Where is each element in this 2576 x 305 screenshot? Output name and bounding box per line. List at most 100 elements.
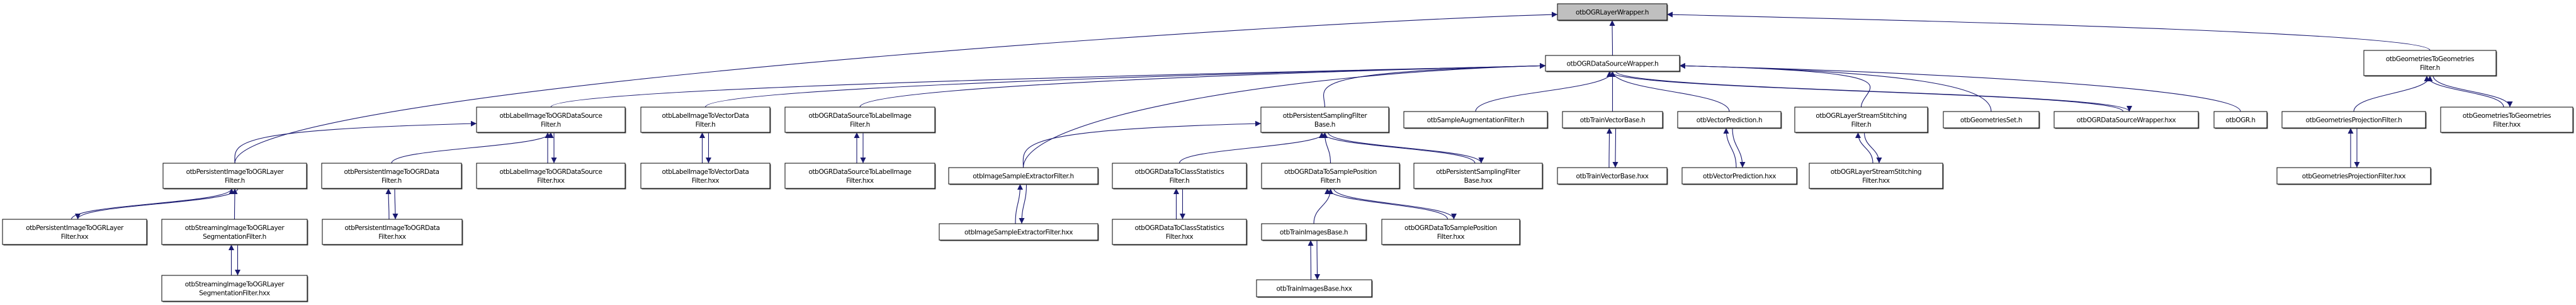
node-box[interactable] <box>162 163 307 189</box>
node-box[interactable] <box>1677 111 1782 129</box>
node-box[interactable] <box>1261 223 1367 241</box>
include-edge <box>1019 183 1027 224</box>
include-edge <box>1863 132 1882 164</box>
node-box[interactable] <box>784 163 935 189</box>
node-box[interactable] <box>784 106 935 133</box>
node-box[interactable] <box>322 219 463 245</box>
graph-node[interactable]: otbImageSampleExtractorFilter.h <box>948 167 1099 185</box>
node-box[interactable] <box>1112 219 1247 245</box>
node-box[interactable] <box>1261 163 1400 189</box>
node-label: otbOGRDataSourceWrapper.h <box>1567 60 1659 68</box>
node-box[interactable] <box>1557 167 1668 185</box>
graph-node[interactable]: otbSampleAugmentationFilter.h <box>1403 111 1549 129</box>
graph-node[interactable]: otbStreamingImageToOGRLayerSegmentationF… <box>161 275 308 302</box>
node-label: Filter.hxx <box>1166 233 1194 241</box>
edge-layer <box>71 11 2513 280</box>
include-edge <box>1732 127 1746 168</box>
graph-node[interactable]: otbGeometriesProjectionFilter.h <box>2281 111 2427 129</box>
node-box[interactable] <box>1260 106 1389 133</box>
node-box[interactable] <box>1256 279 1372 297</box>
node-box[interactable] <box>939 223 1099 241</box>
graph-node[interactable]: otbTrainImagesBase.hxx <box>1256 279 1373 298</box>
node-box[interactable] <box>1681 167 1797 185</box>
node-box[interactable] <box>1809 163 1943 189</box>
node-box[interactable] <box>161 275 308 302</box>
include-edge <box>1314 239 1320 280</box>
node-box[interactable] <box>1545 55 1680 72</box>
node-box[interactable] <box>1794 106 1928 133</box>
include-edge <box>1325 188 1449 220</box>
node-box[interactable] <box>2213 111 2268 129</box>
include-edge <box>1022 120 1262 168</box>
node-box[interactable] <box>1403 111 1548 129</box>
node-label: otbOGRLayerStreamStitching <box>1831 168 1921 176</box>
graph-node[interactable]: otbVectorPrediction.h <box>1677 111 1782 129</box>
node-label: otbOGRDataToSamplePosition <box>1284 168 1377 176</box>
include-edge <box>859 62 1546 108</box>
graph-node[interactable]: otbTrainImagesBase.h <box>1261 223 1367 241</box>
node-box[interactable] <box>1557 3 1668 21</box>
node-box[interactable] <box>2281 111 2426 129</box>
node-box[interactable] <box>1562 111 1663 129</box>
node-box[interactable] <box>476 106 626 133</box>
graph-node[interactable]: otbOGRDataSourceWrapper.hxx <box>2053 111 2200 129</box>
node-label: otbPersistentImageToOGRData <box>344 224 439 232</box>
node-box[interactable] <box>2363 50 2497 76</box>
node-box[interactable] <box>640 163 771 189</box>
node-label: otbPersistentImageToOGRLayer <box>186 168 285 176</box>
include-edge <box>1313 188 1333 224</box>
graph-node[interactable]: otbTrainVectorBase.hxx <box>1557 167 1668 185</box>
graph-node[interactable]: otbStreamingImageToOGRLayerSegmentationF… <box>161 219 308 246</box>
graph-node[interactable]: otbTrainVectorBase.h <box>1562 111 1664 129</box>
graph-node[interactable]: otbGeometriesProjectionFilter.hxx <box>2276 167 2432 185</box>
node-box[interactable] <box>476 163 626 189</box>
node-label: otbGeometriesToGeometries <box>2386 55 2474 63</box>
node-label: otbOGRDataSourceToLabelImage <box>808 112 911 120</box>
include-edge <box>2432 75 2513 108</box>
include-edge <box>1609 20 1615 56</box>
node-box[interactable] <box>2 219 147 245</box>
node-box[interactable] <box>1413 163 1543 189</box>
include-edge <box>391 132 554 164</box>
node-box[interactable] <box>1112 163 1247 189</box>
graph-node[interactable]: otbOGR.h <box>2213 111 2268 129</box>
node-label: otbOGRDataSourceWrapper.hxx <box>2077 117 2176 124</box>
include-edge <box>2424 75 2504 108</box>
node-box[interactable] <box>948 167 1099 185</box>
node-label: otbStreamingImageToOGRLayer <box>185 281 285 289</box>
graph-node[interactable]: otbImageSampleExtractorFilter.hxx <box>939 223 1099 241</box>
node-box[interactable] <box>2053 111 2199 129</box>
node-box[interactable] <box>2276 167 2431 185</box>
node-box[interactable] <box>161 219 308 245</box>
node-box[interactable] <box>1943 111 2040 129</box>
node-box[interactable] <box>321 163 462 189</box>
node-box[interactable] <box>2440 106 2573 133</box>
graph-node-root[interactable]: otbOGRLayerWrapper.h <box>1557 3 1668 21</box>
graph-node[interactable]: otbVectorPrediction.hxx <box>1681 167 1798 185</box>
node-box[interactable] <box>1381 219 1520 245</box>
node-box[interactable] <box>640 106 771 133</box>
graph-node[interactable]: otbOGRDataSourceWrapper.h <box>1545 55 1681 72</box>
graph-node[interactable]: otbGeometriesSet.h <box>1943 111 2040 129</box>
